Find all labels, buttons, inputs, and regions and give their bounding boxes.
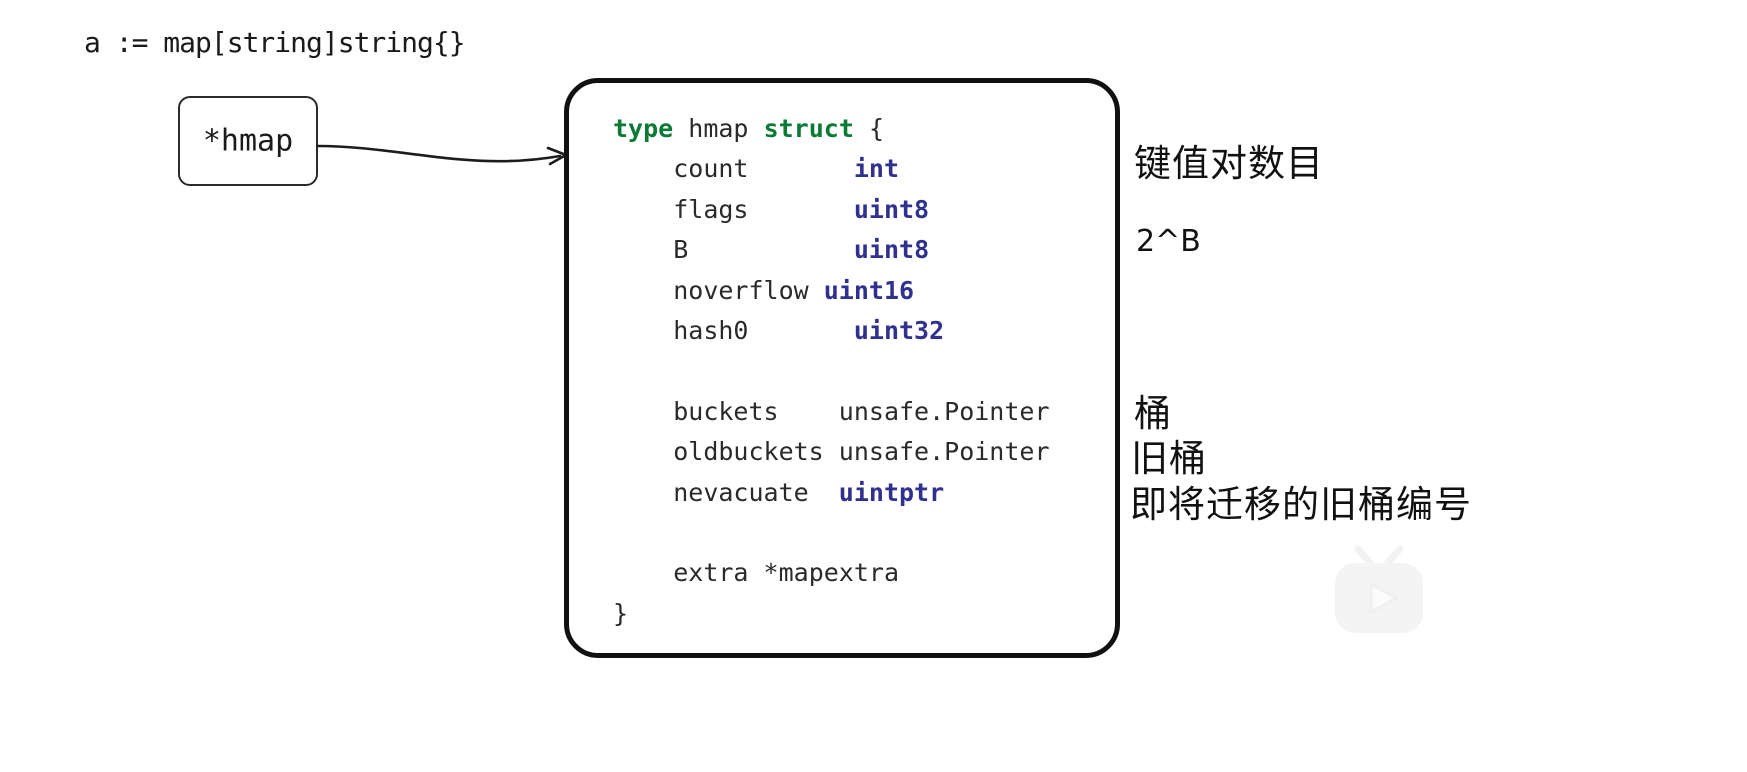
bilibili-tv-play-logo-icon	[1335, 545, 1423, 633]
struct-name: hmap	[688, 114, 749, 143]
field-type-flags: uint8	[853, 194, 930, 224]
field-name-buckets: buckets	[673, 396, 779, 426]
annotation-nevacuate: 即将迁移的旧桶编号	[1130, 483, 1472, 526]
field-type-buckets: unsafe.Pointer	[838, 396, 1050, 426]
brace-close: }	[613, 598, 629, 628]
field-name-hash0: hash0	[673, 316, 749, 346]
annotation-count: 键值对数目	[1134, 142, 1324, 185]
field-type-noverflow: uint16	[823, 275, 915, 305]
hmap-pointer-label: *hmap	[202, 123, 294, 159]
field-type-oldbuckets: unsafe.Pointer	[838, 437, 1050, 467]
field-name-oldbuckets: oldbuckets	[673, 437, 824, 467]
annotation-b: 2^B	[1136, 224, 1201, 259]
annotation-oldbuckets: 旧桶	[1131, 437, 1207, 480]
field-name-flags: flags	[673, 194, 749, 224]
go-struct-code: type hmap struct { count int flags uint8…	[613, 109, 1050, 634]
keyword-struct: struct	[763, 114, 854, 143]
field-name-b: B	[673, 235, 689, 265]
map-declaration-text: a := map[string]string{}	[84, 26, 466, 59]
keyword-type: type	[613, 114, 674, 143]
field-type-b: uint8	[853, 235, 930, 265]
field-name-nevacuate: nevacuate	[673, 477, 809, 507]
field-name-count: count	[673, 154, 749, 184]
annotation-buckets: 桶	[1134, 392, 1172, 435]
field-type-extra: *mapextra	[763, 558, 900, 588]
hmap-struct-card: type hmap struct { count int flags uint8…	[564, 78, 1120, 658]
whiteboard-canvas: a := map[string]string{} *hmap type hmap…	[84, 26, 1472, 658]
hmap-pointer-box: *hmap	[178, 96, 318, 186]
field-type-hash0: uint32	[853, 316, 945, 346]
field-type-nevacuate: uintptr	[838, 477, 945, 507]
field-name-noverflow: noverflow	[673, 275, 809, 305]
brace-open: {	[868, 114, 884, 143]
field-name-extra: extra	[673, 558, 749, 588]
field-type-count: int	[853, 154, 899, 184]
right-chrome-gutter	[1497, 0, 1747, 764]
